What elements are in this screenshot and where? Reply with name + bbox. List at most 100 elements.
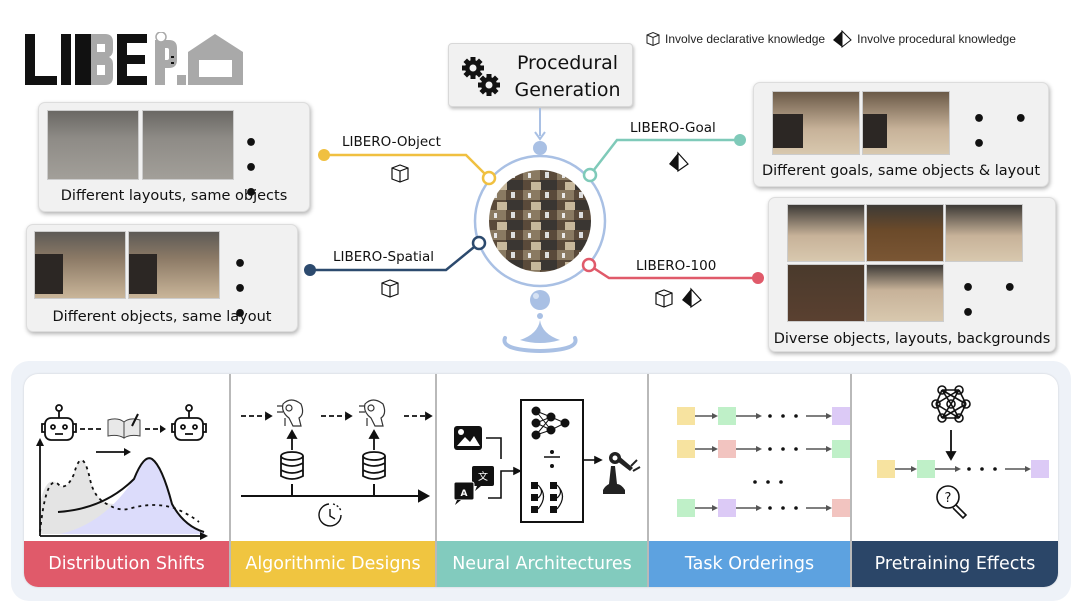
vertical-ellipsis	[544, 450, 560, 468]
globe-stand-ball	[530, 290, 550, 310]
search-question-icon: ?	[936, 485, 968, 520]
task-scene-image	[34, 231, 126, 299]
book-icon	[107, 413, 141, 439]
task-scene-image	[862, 91, 950, 155]
libero-logo	[25, 32, 243, 85]
pyramid-icon	[669, 151, 689, 173]
task-scene-image	[945, 204, 1023, 262]
topic-pretraining-effects: ? Pretraining Effects	[852, 374, 1058, 587]
svg-text:文: 文	[478, 470, 488, 483]
benchmark-connector-diagram	[304, 108, 764, 354]
topic-label-task-orderings: Task Orderings	[649, 541, 850, 587]
cube-icon	[391, 164, 409, 183]
more-ellipsis: • • •	[972, 107, 1038, 157]
robot-arm-icon	[603, 452, 641, 494]
libero-spatial-connector	[304, 235, 487, 276]
ellipsis-dot	[753, 480, 757, 484]
more-ellipsis: • • •	[244, 131, 269, 206]
libero-100-example-card: • • • Diverse objects, layouts, backgrou…	[768, 197, 1056, 352]
libero-object-example-card: • • • Different layouts, same objects	[38, 102, 310, 212]
ellipsis-dot	[766, 480, 770, 484]
neural-network-icon	[531, 406, 570, 440]
clock-icon	[318, 503, 342, 527]
task-block	[677, 407, 695, 425]
algorithmic-designs-illustration	[241, 399, 433, 527]
libero-100-label: LIBERO-100	[636, 258, 717, 274]
libero-object-label: LIBERO-Object	[342, 134, 441, 150]
task-orderings-illustration	[677, 407, 850, 517]
model-box	[520, 399, 584, 523]
procedural-generation-line2: Generation	[514, 79, 621, 101]
source-distribution	[40, 460, 194, 534]
robot-icon	[171, 404, 207, 441]
topic-algorithmic-designs: Algorithmic Designs	[231, 374, 437, 587]
libero-object-caption: Different layouts, same objects	[60, 188, 288, 204]
libero-spatial-example-card: • • • Different objects, same layout	[26, 224, 298, 332]
topic-label-algorithmic-designs: Algorithmic Designs	[231, 541, 435, 587]
ellipsis-dot	[967, 467, 971, 471]
knowledge-legend: Involve declarative knowledge Involve pr…	[645, 30, 1016, 48]
cube-icon	[381, 279, 399, 298]
libero-100-caption: Diverse objects, layouts, backgrounds	[773, 331, 1051, 347]
robot-icon	[41, 404, 77, 441]
task-scene-image	[787, 264, 865, 322]
libero-goal-caption: Different goals, same objects & layout	[761, 163, 1040, 179]
task-block	[1031, 460, 1049, 478]
ellipsis-dot	[781, 447, 785, 451]
more-ellipsis: • • •	[961, 276, 1027, 326]
task-scene-image	[128, 231, 220, 299]
libero-goal-label: LIBERO-Goal	[630, 120, 716, 136]
task-scene-image	[142, 110, 234, 180]
task-block	[832, 499, 850, 517]
more-ellipsis: • • •	[233, 252, 258, 327]
image-input-icon	[454, 426, 482, 450]
topic-label-neural-architectures: Neural Architectures	[437, 541, 647, 587]
neural-architectures-illustration: 文 A	[453, 399, 641, 523]
task-block	[677, 499, 695, 517]
gears-icon	[462, 57, 500, 96]
libero-goal-example-card: • • • Different goals, same objects & la…	[753, 82, 1049, 187]
task-block	[718, 499, 736, 517]
ellipsis-dot	[768, 506, 772, 510]
topic-label-pretraining-effects: Pretraining Effects	[852, 541, 1058, 587]
ellipsis-dot	[779, 480, 783, 484]
globe-stand-base	[520, 320, 560, 343]
pretrained-network-icon	[931, 385, 971, 423]
ellipsis-dot	[781, 506, 785, 510]
ellipsis-dot	[794, 506, 798, 510]
topic-label-distribution-shifts: Distribution Shifts	[24, 541, 229, 587]
ai-head-icon	[359, 399, 386, 427]
topic-neural-architectures: 文 A	[437, 374, 649, 587]
target-distribution	[60, 458, 204, 534]
pyramid-icon	[833, 30, 852, 48]
cube-icon	[646, 31, 660, 47]
distribution-shift-illustration	[36, 404, 208, 540]
language-input-icon: 文 A	[453, 466, 494, 505]
task-block	[877, 460, 895, 478]
transformer-icon	[531, 482, 564, 513]
procedural-generation-box: Procedural Generation	[448, 43, 633, 107]
ellipsis-dot	[768, 447, 772, 451]
libero-100-connector	[581, 257, 764, 284]
ellipsis-dot	[781, 414, 785, 418]
ellipsis-dot	[794, 414, 798, 418]
task-block	[677, 440, 695, 458]
task-scene-image	[866, 264, 944, 322]
ellipsis-dot	[980, 467, 984, 471]
legend-procedural-label: Involve procedural knowledge	[857, 32, 1016, 46]
database-icon	[362, 451, 386, 480]
task-block	[832, 407, 850, 425]
ellipsis-dot	[794, 447, 798, 451]
globe-top-knob	[533, 141, 547, 155]
cube-icon	[655, 289, 673, 308]
svg-text:?: ?	[945, 491, 952, 506]
database-icon	[280, 451, 304, 480]
svg-text:A: A	[461, 489, 468, 499]
legend-declarative-label: Involve declarative knowledge	[665, 32, 826, 46]
generation-arrowhead	[534, 131, 546, 141]
libero-spatial-caption: Different objects, same layout	[52, 309, 272, 325]
pretraining-effects-illustration: ?	[877, 385, 1049, 520]
task-scene-image	[787, 204, 865, 262]
task-block	[718, 407, 736, 425]
ellipsis-dot	[993, 467, 997, 471]
